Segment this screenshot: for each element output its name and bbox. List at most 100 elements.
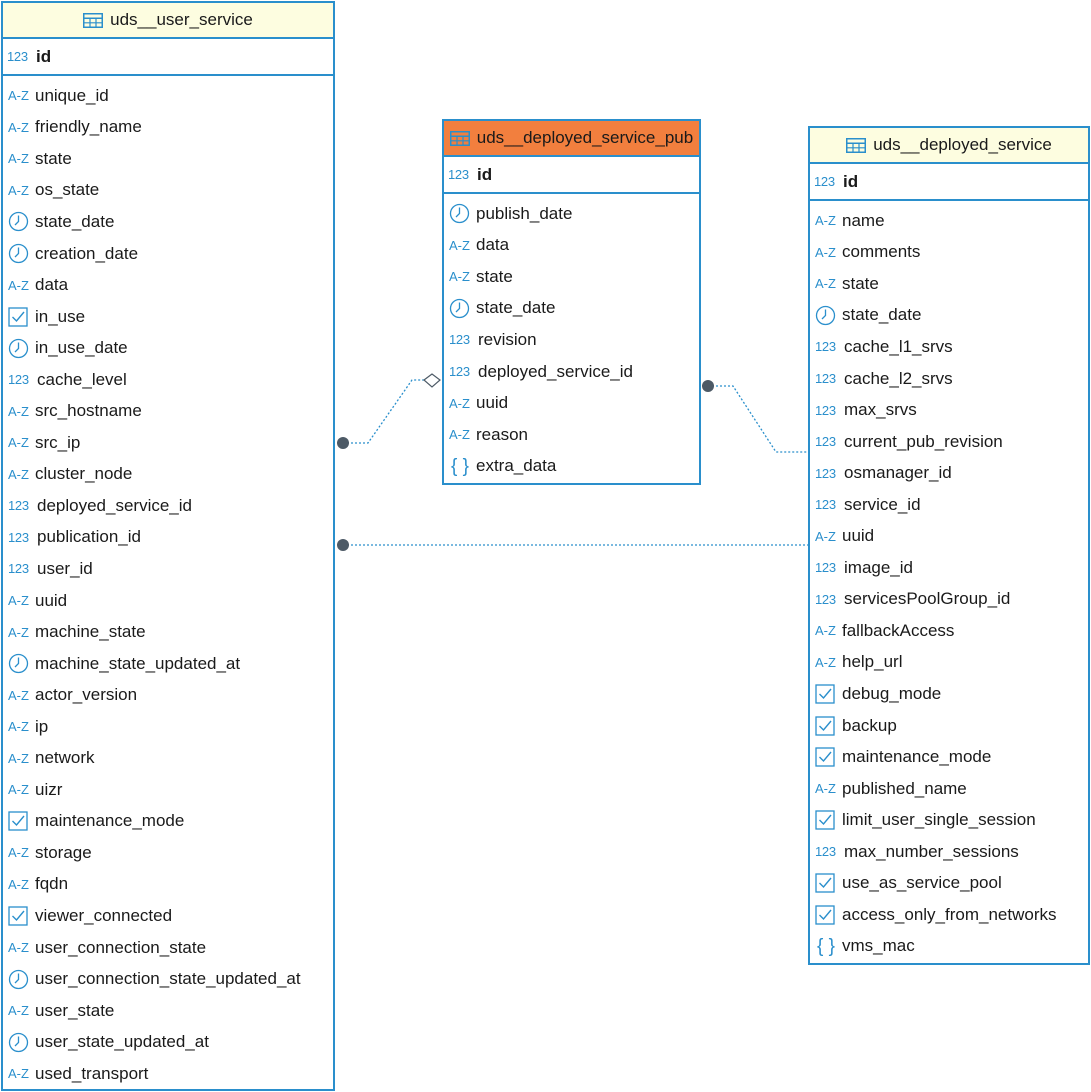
string-type-icon: A-Z: [8, 88, 29, 104]
column-row[interactable]: backup: [810, 710, 1088, 742]
column-row[interactable]: access_only_from_networks: [810, 899, 1088, 931]
column-row[interactable]: user_state_updated_at: [3, 1026, 333, 1058]
string-type-icon: A-Z: [8, 750, 29, 766]
clock-icon: [449, 297, 471, 319]
column-row[interactable]: maintenance_mode: [810, 741, 1088, 773]
column-row[interactable]: in_use_date: [3, 332, 333, 364]
entity-header[interactable]: uds__user_service: [3, 3, 333, 39]
column-row[interactable]: creation_date: [3, 238, 333, 270]
column-row[interactable]: debug_mode: [810, 678, 1088, 710]
string-type-icon: A-Z: [815, 213, 836, 229]
column-name: user_connection_state_updated_at: [35, 969, 301, 989]
column-name: publication_id: [37, 527, 141, 547]
column-row[interactable]: { }extra_data: [444, 450, 699, 482]
column-name: help_url: [842, 652, 903, 672]
column-row[interactable]: A-Z user_state: [3, 995, 333, 1027]
column-row[interactable]: user_connection_state_updated_at: [3, 963, 333, 995]
column-row[interactable]: state_date: [3, 206, 333, 238]
column-row[interactable]: machine_state_updated_at: [3, 648, 333, 680]
column-row[interactable]: maintenance_mode: [3, 806, 333, 838]
primary-key-row[interactable]: 123 id: [810, 164, 1088, 201]
column-name: cache_l1_srvs: [844, 336, 953, 356]
column-row[interactable]: limit_user_single_session: [810, 804, 1088, 836]
column-row[interactable]: state_date: [810, 300, 1088, 332]
column-name: deployed_service_id: [478, 361, 633, 381]
column-row[interactable]: use_as_service_pool: [810, 867, 1088, 899]
string-type-icon: A-Z: [8, 1003, 29, 1019]
column-name: uuid: [35, 590, 68, 610]
string-type-icon: A-Z: [815, 781, 836, 797]
link-endpoint-dot: [702, 380, 714, 392]
column-name: uuid: [842, 526, 875, 546]
column-row[interactable]: state_date: [444, 293, 699, 325]
column-row[interactable]: A-Z name: [810, 205, 1088, 237]
column-name: name: [842, 210, 885, 230]
column-name: creation_date: [35, 243, 139, 263]
entity-header[interactable]: uds__deployed_service_pub: [444, 121, 699, 157]
column-name: user_state: [35, 1000, 115, 1020]
checkbox-icon: [815, 872, 837, 894]
column-name: state: [842, 273, 879, 293]
primary-key-row[interactable]: 123 id: [444, 157, 699, 194]
checkbox-icon: [8, 810, 30, 832]
column-row[interactable]: publish_date: [444, 198, 699, 230]
primary-key-row[interactable]: 123 id: [3, 39, 333, 76]
column-row[interactable]: in_use: [3, 301, 333, 333]
entity-header[interactable]: uds__deployed_service: [810, 128, 1088, 164]
column-name: id: [477, 164, 493, 184]
numeric-type-icon: 123: [815, 465, 836, 481]
column-row[interactable]: { }vms_mac: [810, 931, 1088, 963]
column-name: actor_version: [35, 685, 138, 705]
entity-deployed-service-pub[interactable]: uds__deployed_service_pub 123 id publish…: [442, 119, 701, 485]
column-row[interactable]: viewer_connected: [3, 900, 333, 932]
checkbox-icon: [815, 809, 837, 831]
json-type-icon: { }: [451, 455, 469, 477]
column-name: cluster_node: [35, 464, 133, 484]
